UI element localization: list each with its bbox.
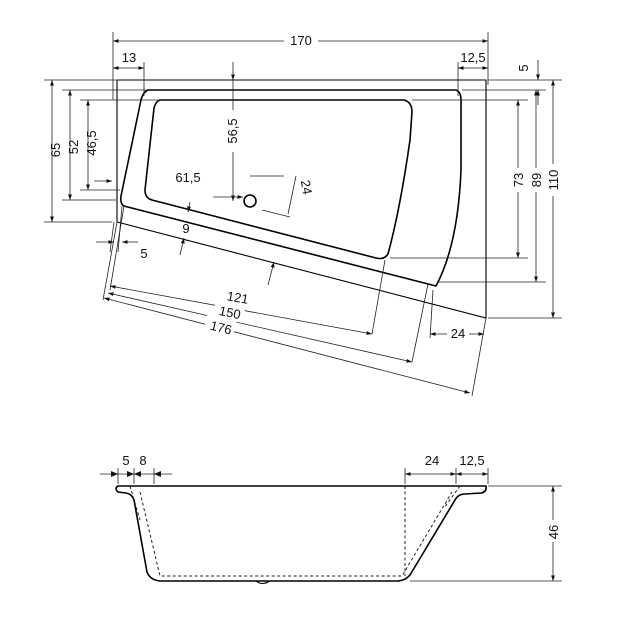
dim-side-depth: 46 [546,525,561,539]
dim-side-right-inner: 24 [425,453,439,468]
dim-height-right-outer: 110 [546,170,561,191]
top-view: 170 13 12,5 5 65 52 46,5 73 89 [44,32,562,397]
dim-side-right-rim: 12,5 [459,453,484,468]
dim-drain-x: 61,5 [175,170,200,185]
dim-corner-rim: 24 [451,326,465,341]
tub-basin-outline [144,99,413,260]
dim-rim-edge: 5 [516,64,531,71]
dim-height-left-inner: 46,5 [84,130,99,155]
dim-height-right-mid: 89 [529,173,544,187]
dim-drain-diag: 24 [298,179,315,196]
dim-side-left-rim: 8 [139,453,146,468]
tub-outer-outline [116,79,487,319]
dim-side-left-edge: 5 [122,453,129,468]
side-view: 5 8 24 12,5 46 [100,453,562,585]
dim-height-left-outer: 65 [48,143,63,157]
dim-height-left-mid: 52 [66,140,81,154]
dim-front-rim: 9 [182,221,189,236]
dim-height-right-inner: 73 [511,173,526,187]
dim-width-total: 170 [290,33,312,48]
side-rim-outline [115,485,487,582]
dim-drain-y: 56,5 [225,118,240,143]
dim-left-rim: 13 [122,50,136,65]
drain-icon [243,194,257,208]
tub-rim-outline [120,89,462,287]
dim-right-rim: 12,5 [460,50,485,65]
dim-front-edge: 5 [140,246,147,261]
dim-length-outer: 176 [209,318,234,338]
